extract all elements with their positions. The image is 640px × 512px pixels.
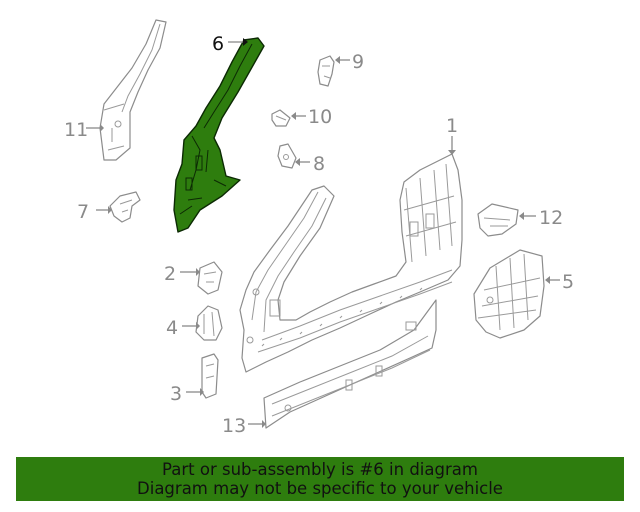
part-7-bracket[interactable] (109, 191, 141, 223)
banner-line-2: Diagram may not be specific to your vehi… (137, 479, 503, 498)
part-12-reinforcement[interactable] (477, 203, 519, 237)
part-10-clip[interactable] (271, 109, 291, 127)
part-9-bracket[interactable] (317, 55, 335, 87)
callout-3[interactable]: 3 (170, 383, 182, 405)
part-13-rocker-panel[interactable] (263, 299, 437, 429)
callout-8[interactable]: 8 (313, 153, 325, 175)
part-3-brace[interactable] (201, 353, 219, 399)
part-6-center-pillar-highlighted[interactable] (173, 37, 265, 233)
callout-2[interactable]: 2 (164, 263, 176, 285)
callout-7[interactable]: 7 (77, 201, 89, 223)
callout-5[interactable]: 5 (562, 271, 574, 293)
part-1-body-side-outer[interactable] (239, 153, 463, 373)
callout-13[interactable]: 13 (222, 415, 246, 437)
callout-4[interactable]: 4 (166, 317, 178, 339)
banner-line-1: Part or sub-assembly is #6 in diagram (162, 460, 478, 479)
notice-banner: Part or sub-assembly is #6 in diagram Di… (16, 457, 624, 501)
part-2-bracket[interactable] (197, 261, 223, 295)
callout-6[interactable]: 6 (212, 33, 224, 55)
part-4-bracket[interactable] (195, 305, 223, 341)
callout-12[interactable]: 12 (539, 207, 563, 229)
callout-11[interactable]: 11 (64, 119, 88, 141)
callout-10[interactable]: 10 (308, 106, 332, 128)
part-5-rear-panel[interactable] (473, 249, 545, 339)
parts-diagram: 11 6 9 10 8 7 (64, 19, 574, 437)
callout-1[interactable]: 1 (446, 115, 458, 137)
part-11-pillar-reinforcement[interactable] (99, 19, 167, 161)
part-8-gusset[interactable] (277, 143, 297, 169)
callout-9[interactable]: 9 (352, 51, 364, 73)
